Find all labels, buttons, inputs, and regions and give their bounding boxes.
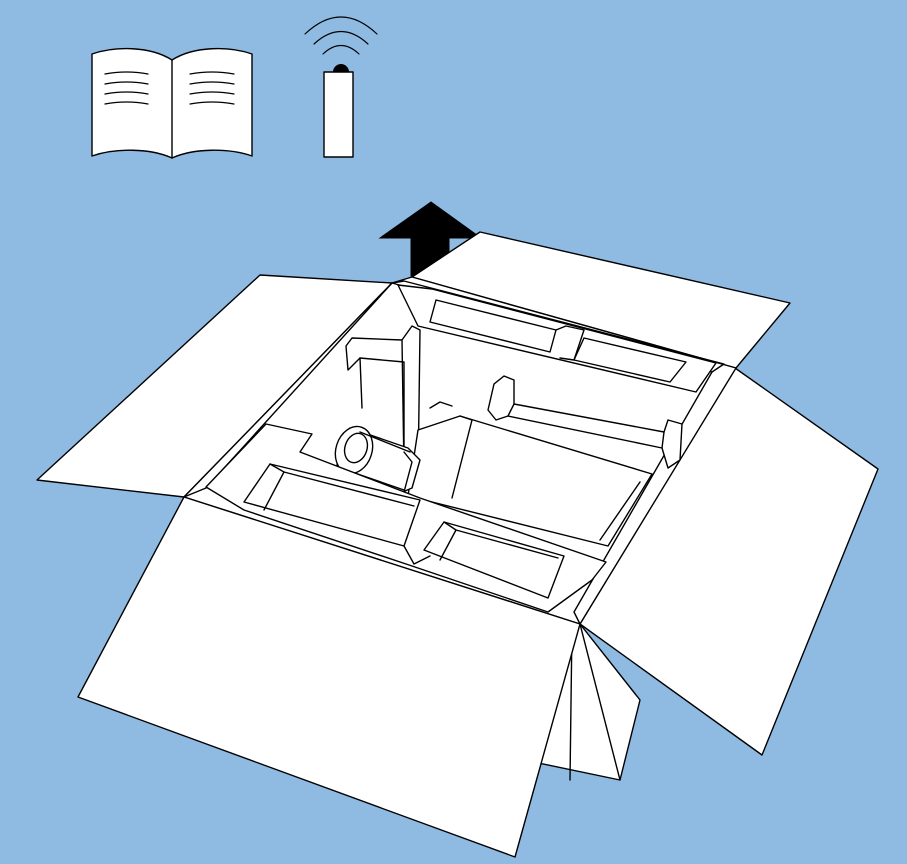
manual-icon — [92, 49, 252, 158]
